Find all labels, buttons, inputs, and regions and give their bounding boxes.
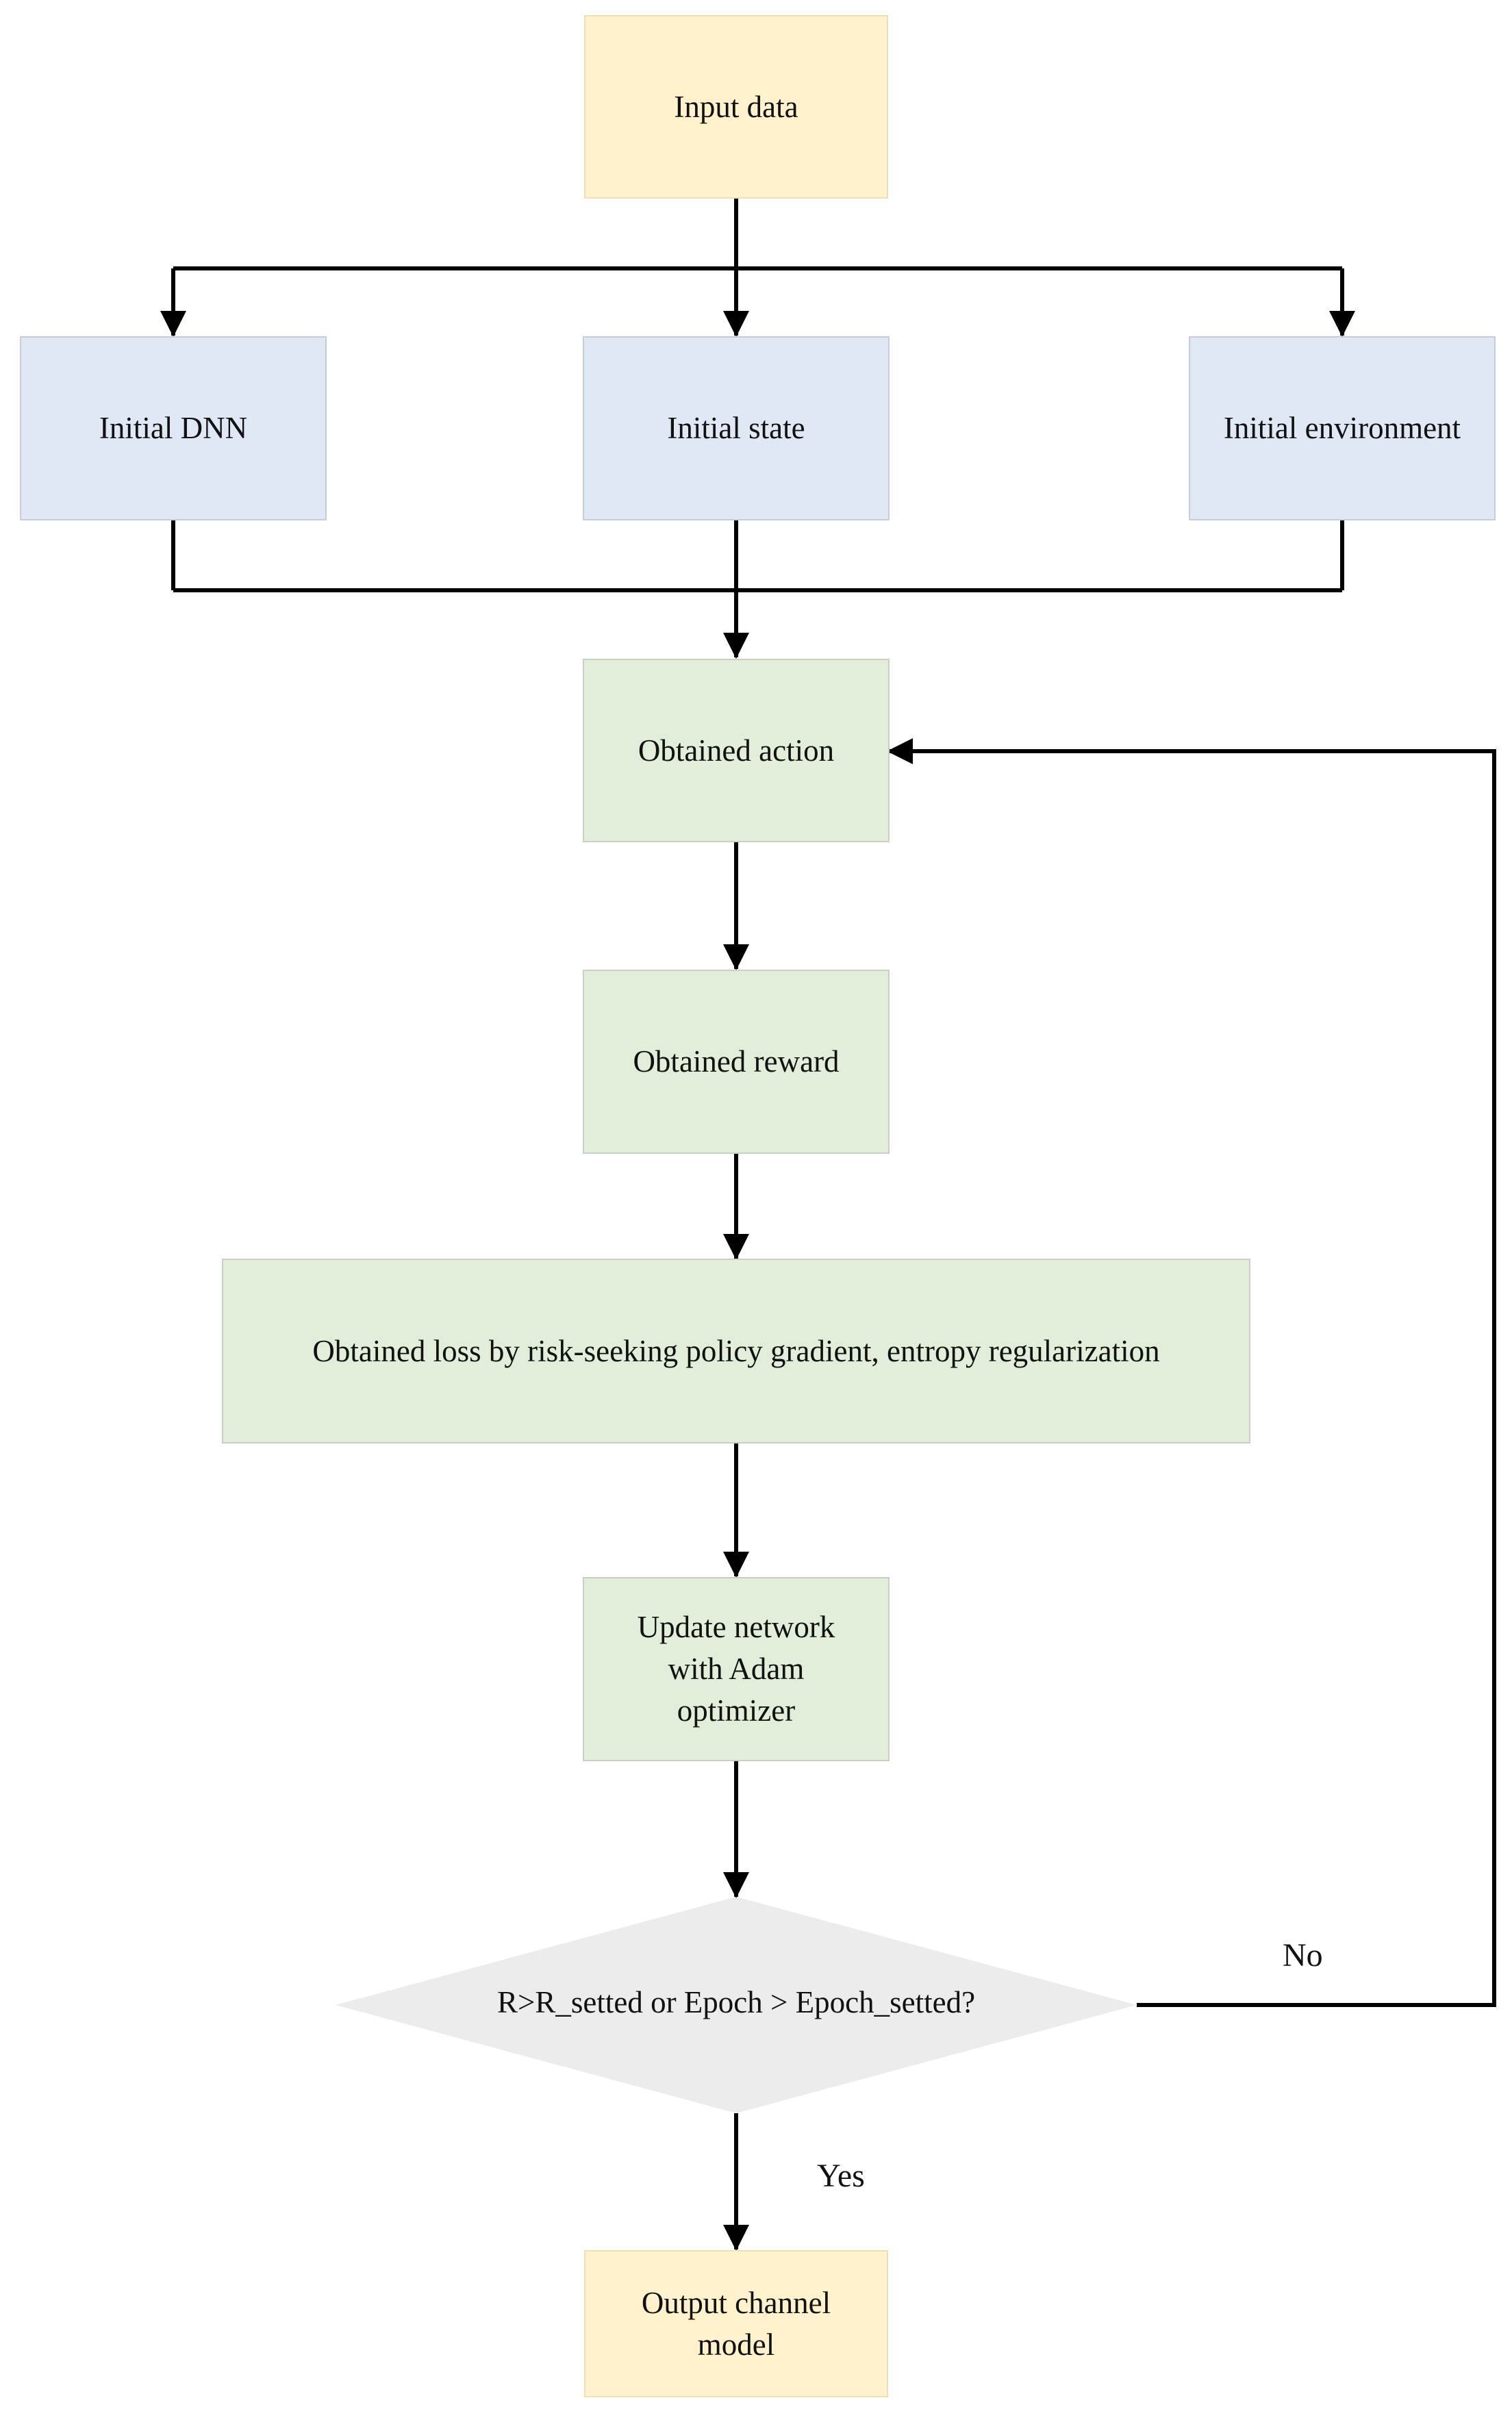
node-initial-environment-label: Initial environment xyxy=(1223,411,1461,445)
node-output-line-2: model xyxy=(697,2327,775,2362)
node-obtained-loss-label: Obtained loss by risk-seeking policy gra… xyxy=(312,1333,1160,1368)
node-obtained-reward-label: Obtained reward xyxy=(633,1044,840,1079)
node-input-data-label: Input data xyxy=(674,89,798,124)
node-initial-dnn-label: Initial DNN xyxy=(99,411,248,445)
node-input-data: Input data xyxy=(584,15,888,199)
node-output-line-1: Output channel xyxy=(641,2285,831,2320)
node-update-network: Update network with Adam optimizer xyxy=(583,1577,890,1761)
node-obtained-action-label: Obtained action xyxy=(638,733,835,768)
node-update-network-line-3: optimizer xyxy=(677,1693,796,1728)
node-output-channel-model: Output channel model xyxy=(584,2250,888,2397)
edge-label-yes: Yes xyxy=(817,2158,865,2194)
node-update-network-line-2: with Adam xyxy=(668,1652,805,1686)
node-initial-state: Initial state xyxy=(583,336,890,520)
node-obtained-loss: Obtained loss by risk-seeking policy gra… xyxy=(222,1259,1250,1443)
node-initial-environment: Initial environment xyxy=(1189,336,1496,520)
decision-label: R>R_setted or Epoch > Epoch_setted? xyxy=(336,1984,1137,2020)
node-obtained-reward: Obtained reward xyxy=(583,970,890,1154)
edge-label-no: No xyxy=(1283,1937,1323,1973)
decision-text: R>R_setted or Epoch > Epoch_setted? xyxy=(496,1985,976,2019)
node-obtained-action: Obtained action xyxy=(583,659,890,842)
edge-decision-no-loop xyxy=(887,738,1496,2007)
node-initial-state-label: Initial state xyxy=(667,411,805,445)
decision-diamond xyxy=(336,1897,1137,2113)
node-update-network-line-1: Update network xyxy=(637,1610,835,1644)
node-initial-dnn: Initial DNN xyxy=(20,336,327,520)
